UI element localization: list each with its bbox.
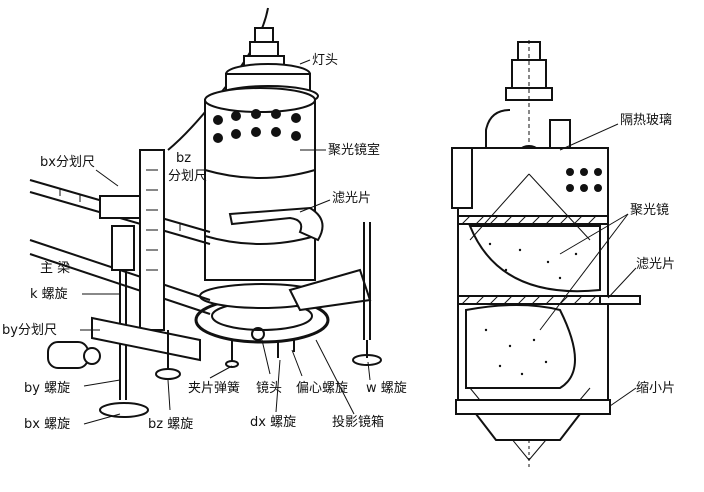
label-bz-screw: bz 螺旋	[148, 417, 193, 432]
label-main-beam: 主 梁	[40, 261, 70, 276]
label-clip-spring: 夹片弹簧	[188, 380, 240, 396]
label-eccentric-screw: 偏心螺旋	[296, 381, 348, 396]
label-filter-left: 滤光片	[332, 191, 371, 206]
label-k-screw: k 螺旋	[30, 287, 68, 302]
label-projection-box: 投影镜箱	[332, 414, 384, 430]
label-by-scale: by分划尺	[2, 323, 57, 338]
label-lamp-head: 灯头	[312, 53, 338, 68]
right-label-group: 隔热玻璃 聚光镜 滤光片 缩小片	[620, 113, 675, 396]
label-bx-screw: bx 螺旋	[24, 417, 70, 432]
right-leader-lines	[539, 123, 637, 407]
label-by-screw: by 螺旋	[24, 381, 70, 396]
label-bz-scale: bz 分划尺	[168, 151, 207, 184]
left-leader-lines	[80, 59, 371, 425]
label-lens: 镜头	[256, 381, 282, 396]
label-dx-screw: dx 螺旋	[250, 415, 296, 430]
label-condenser-lens: 聚光镜	[630, 203, 669, 218]
projector-cross-section	[451, 40, 641, 470]
left-label-group: 灯头 聚光镜室 滤光片 bz 分划尺 bx分划尺 主 梁 k 螺旋 by分划尺 …	[2, 53, 407, 432]
label-bz-scale-line1: bz	[176, 151, 191, 166]
label-w-screw: w 螺旋	[366, 381, 407, 396]
projector-exterior-illustration	[29, 7, 382, 418]
label-filter-right: 滤光片	[636, 257, 675, 272]
label-bx-scale: bx分划尺	[40, 155, 95, 170]
label-heat-glass: 隔热玻璃	[620, 113, 672, 128]
label-condenser-chamber: 聚光镜室	[328, 142, 380, 158]
label-bz-scale-line2: 分划尺	[168, 169, 207, 184]
label-reduction-plate: 缩小片	[636, 380, 675, 396]
